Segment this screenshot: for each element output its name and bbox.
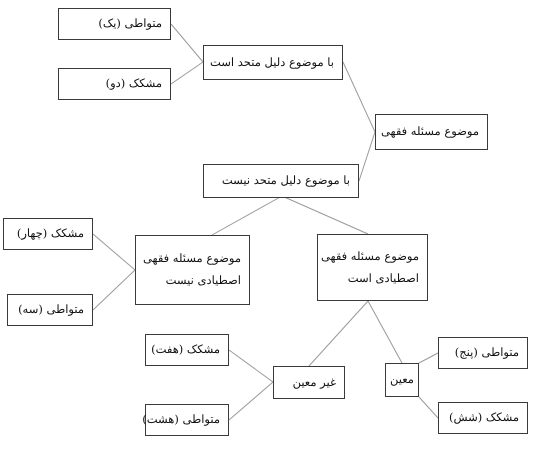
leaf-3-box: متواطی (سه) (7, 294, 93, 326)
edge-notunited-root (358, 131, 376, 182)
leaf-6-box: مشکک (شش) (438, 402, 528, 434)
edge-real-definite (367, 300, 403, 364)
real-line2: اصطیادی است (347, 270, 419, 285)
edge-leaf7-indefinite (228, 349, 274, 383)
edge-leaf2-united (170, 61, 204, 85)
leaf-3-label: متواطی (سه) (18, 302, 84, 317)
leaf-7-box: مشکک (هفت) (145, 334, 229, 366)
edge-leaf1-united (170, 23, 204, 63)
edge-leaf8-indefinite (228, 381, 274, 421)
leaf-6-label: مشکک (شش) (449, 410, 519, 425)
leaf-4-label: مشکک (چهار) (16, 226, 84, 241)
definite-box: معین (385, 363, 419, 397)
edge-leaf3-nonreal (92, 269, 136, 311)
leaf-5-box: متواطی (پنج) (438, 337, 528, 369)
root-box: موضوع مسئله فقهی (375, 114, 488, 150)
definite-label: معین (390, 372, 414, 387)
edge-real-indefinite (308, 300, 369, 367)
edge-notunited-nonreal (211, 195, 283, 236)
edge-leaf6-definite (418, 396, 439, 419)
edge-leaf4-nonreal (92, 233, 136, 271)
edge-notunited-real (281, 195, 369, 235)
branch-not-united-box: با موضوع دلیل متحد نیست (203, 164, 359, 198)
edge-leaf5-definite (418, 352, 439, 364)
leaf-8-label: متواطی (هشت) (142, 412, 220, 427)
leaf-2-box: مشکک (دو) (58, 68, 171, 100)
leaf-1-box: متواطی (یک) (58, 8, 171, 40)
root-label: موضوع مسئله فقهی (380, 124, 479, 139)
leaf-4-box: مشکک (چهار) (3, 218, 93, 250)
edge-united-root (342, 61, 376, 133)
real-box: موضوع مسئله فقهی اصطیادی است (317, 234, 428, 301)
leaf-5-label: متواطی (پنج) (454, 345, 519, 360)
branch-united-box: با موضوع دلیل متحد است (203, 45, 343, 80)
indefinite-box: غیر معین (273, 366, 345, 399)
leaf-7-label: مشکک (هفت) (151, 342, 220, 357)
nonreal-box: موضوع مسئله فقهی اصطیادی نیست (135, 235, 250, 305)
indefinite-label: غیر معین (292, 374, 336, 389)
leaf-1-label: متواطی (یک) (98, 16, 162, 31)
branch-not-united-label: با موضوع دلیل متحد نیست (221, 173, 350, 188)
branch-united-label: با موضوع دلیل متحد است (209, 54, 334, 69)
nonreal-line1: موضوع مسئله فقهی (142, 251, 241, 266)
nonreal-line2: اصطیادی نیست (165, 273, 241, 287)
leaf-2-label: مشکک (دو) (105, 76, 162, 91)
leaf-8-box: متواطی (هشت) (142, 404, 229, 436)
real-line1: موضوع مسئله فقهی (320, 248, 419, 263)
